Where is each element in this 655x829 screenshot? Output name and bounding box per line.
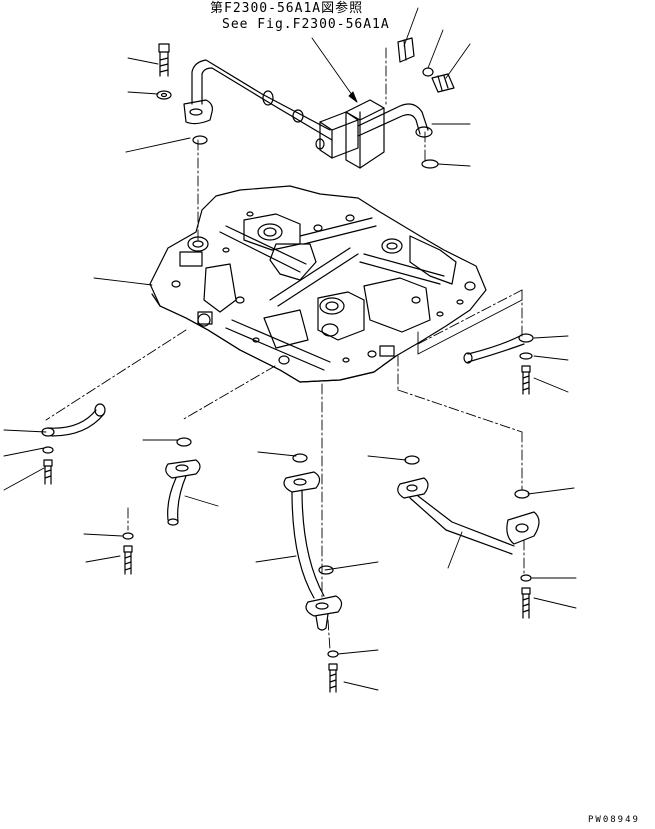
control-valve-plate	[150, 186, 486, 382]
bracket-lines	[418, 300, 522, 354]
left-elbow-tube	[42, 404, 105, 484]
bolt-right-lower	[522, 588, 530, 594]
o-rings	[177, 438, 529, 574]
washer-center	[328, 651, 338, 657]
assembly-axis-lines	[46, 48, 524, 650]
figure-reference-english: See Fig.F2300-56A1A	[222, 17, 390, 32]
o-ring-top-right	[422, 160, 438, 168]
long-tube-center	[284, 472, 342, 692]
bolt-top-right	[432, 74, 454, 92]
drawing-code: PW08949	[588, 815, 640, 825]
washer-right-lower	[521, 575, 531, 581]
long-tube-right	[398, 478, 539, 618]
washer-top-left	[157, 91, 171, 99]
leader-lines	[4, 8, 576, 690]
bolt-right	[522, 366, 530, 372]
bolt-center	[329, 664, 337, 670]
washer-top-right	[423, 68, 433, 76]
washer-left	[43, 447, 53, 453]
o-ring-top-left	[193, 136, 207, 144]
right-elbow-tube	[464, 334, 533, 394]
bolt-mid-left	[124, 546, 132, 552]
short-tube-left	[123, 460, 200, 574]
figure-reference-japanese: 第F2300-56A1A図参照	[210, 1, 364, 16]
washer-mid-left	[123, 533, 133, 539]
washer-right	[520, 353, 532, 359]
top-oil-tube-assembly	[157, 38, 454, 168]
bolt-left	[44, 460, 52, 466]
bolt-top-left	[159, 44, 169, 76]
